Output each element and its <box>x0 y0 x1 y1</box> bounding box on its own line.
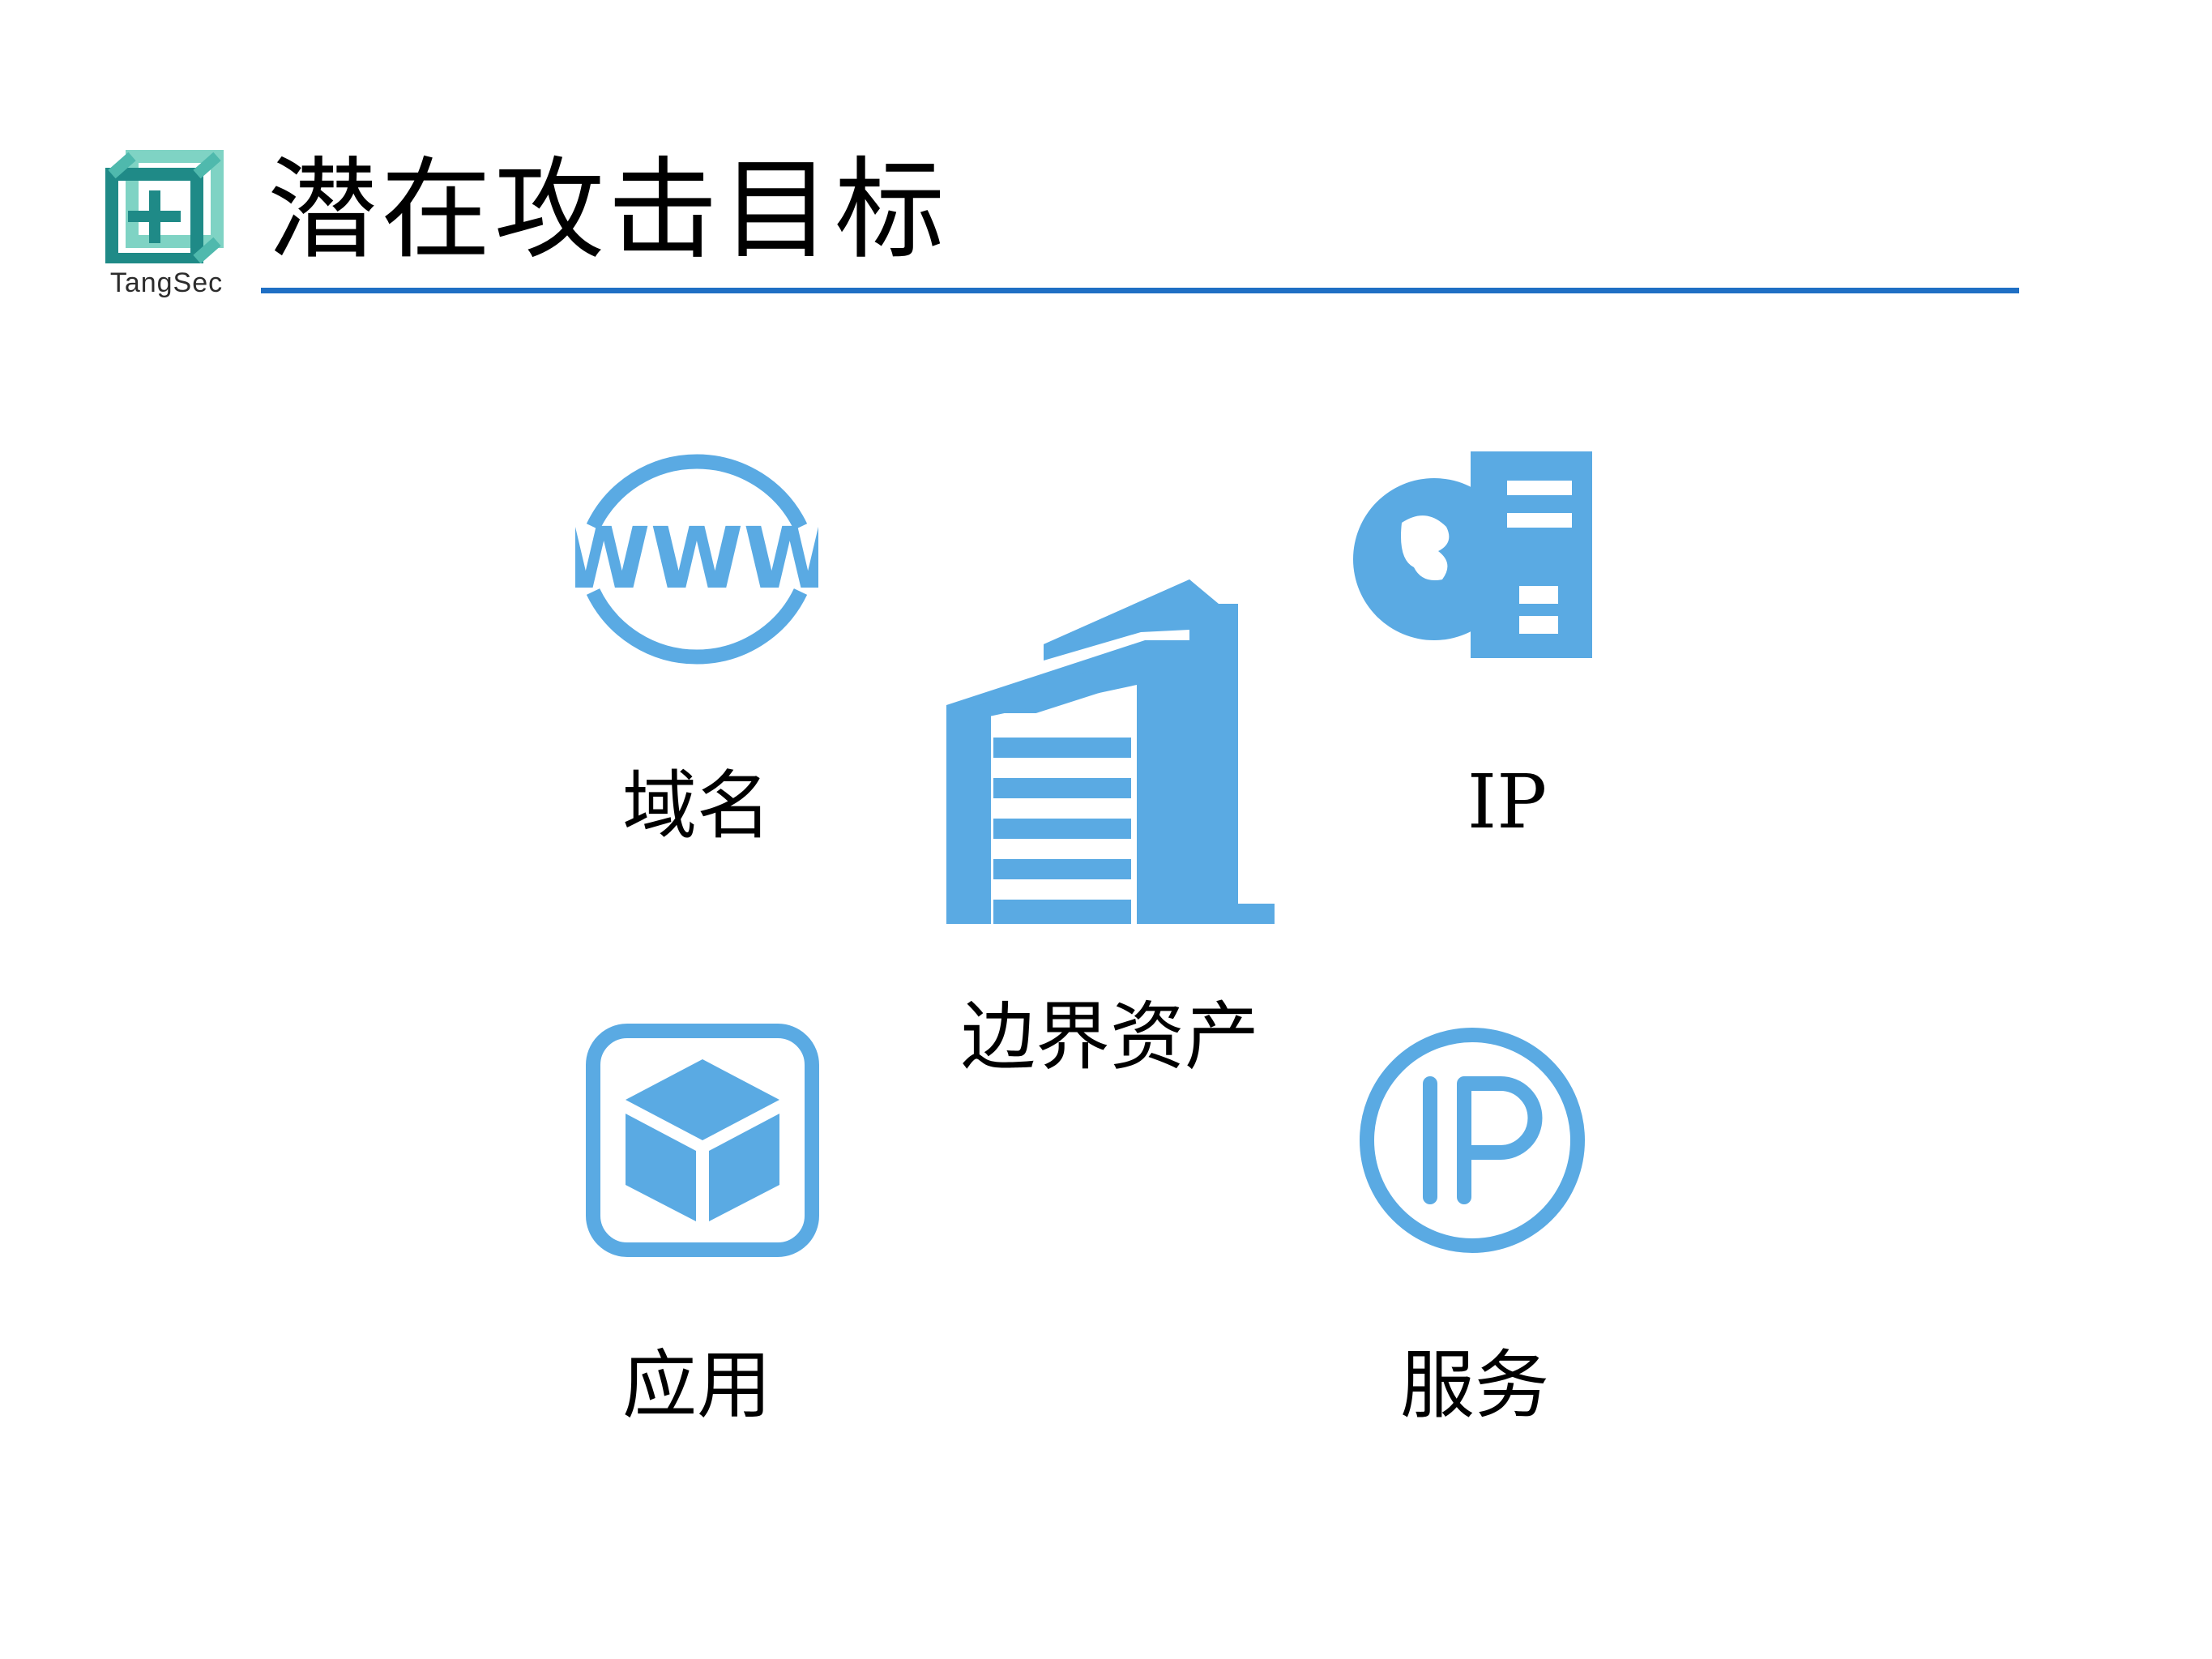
building-icon <box>946 579 1279 928</box>
label-service: 服务 <box>1399 1342 1549 1429</box>
tangsec-logo: TangSec <box>88 142 246 308</box>
logo-text: TangSec <box>109 267 224 298</box>
page-title: 潜在攻击目标 <box>267 147 948 275</box>
globe-server-icon <box>1353 450 1596 661</box>
logo-cube-icon <box>105 150 224 263</box>
app-cube-icon <box>585 1023 820 1258</box>
www-globe-icon: WWW <box>575 438 818 681</box>
title-divider <box>261 288 2019 293</box>
label-domain: 域名 <box>621 763 771 849</box>
label-application: 应用 <box>621 1342 771 1429</box>
label-boundary-assets: 边界资产 <box>960 994 1259 1080</box>
ip-circle-icon <box>1355 1023 1590 1258</box>
label-ip: IP <box>1467 759 1548 845</box>
svg-text:WWW: WWW <box>575 509 818 608</box>
